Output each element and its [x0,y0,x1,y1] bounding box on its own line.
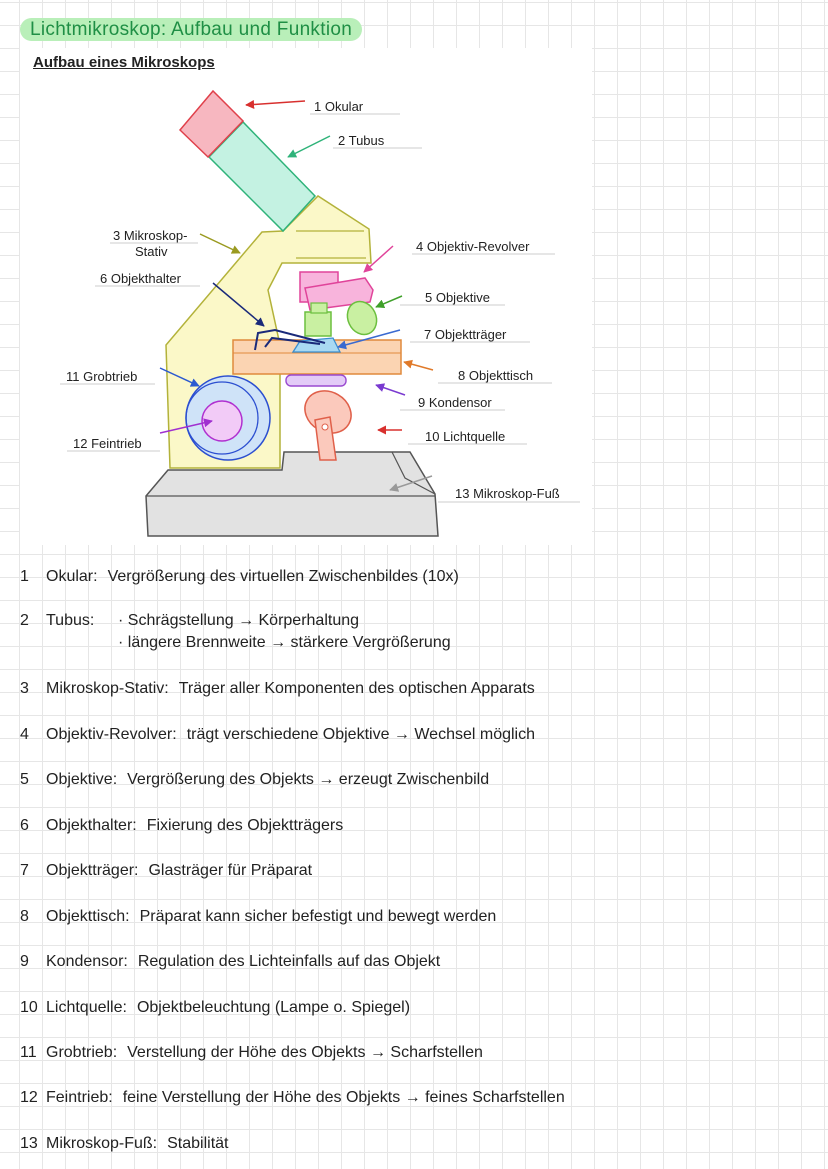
note-number: 3 [20,680,29,697]
note-item: 10 Lichtquelle: Objektbeleuchtung (Lampe o… [20,999,410,1017]
arrow-objekthalter [212,282,265,327]
label-okular: 1 Okular [314,99,364,114]
note-description: Verstellung der Höhe des Objekts → Schar… [127,1044,483,1061]
slide-holder [254,328,326,351]
note-term: Objektiv-Revolver: [46,726,177,743]
note-description: Träger aller Komponenten des optischen A… [178,680,535,697]
fine-knob [201,400,243,442]
note-item: 2 Tubus: [20,612,104,630]
objective-lens-tilted [346,300,378,336]
label-objekttisch: 8 Objekttisch [458,368,533,383]
note-number: 2 [20,612,29,629]
note-description: Objektbeleuchtung (Lampe o. Spiegel) [136,999,411,1016]
note-item: 12 Feintrieb: feine Verstellung der Höhe d… [20,1089,565,1107]
label-grobtrieb: 11 Grobtrieb [66,369,137,384]
note-term: Mikroskop-Stativ: [46,680,169,697]
page-title: Lichtmikroskop: Aufbau und Funktion [20,18,363,41]
condenser [285,374,347,387]
microscope-diagram: 1 Okular 2 Tubus 3 Mikroskop- Stativ 4 O… [60,89,580,537]
note-description: trägt verschiedene Objektive → Wechsel m… [186,726,536,743]
arrow-grobtrieb [159,367,200,387]
note-description: Stabilität [167,1135,229,1152]
arrow-stativ [199,233,241,254]
note-term: Tubus: [46,612,95,629]
note-item: 11 Grobtrieb: Verstellung der Höhe des Obj… [20,1044,483,1062]
note-item: 8 Objekttisch: Präparat kann sicher befest… [20,908,496,926]
note-number: 1 [20,568,29,585]
note-term: Kondensor: [46,953,128,970]
label-fuss: 13 Mikroskop-Fuß [455,486,560,501]
note-item: 13 Mikroskop-Fuß: Stabilität [20,1135,229,1153]
note-description: Regulation des Lichteinfalls auf das Obj… [137,953,441,970]
arrow-revolver [363,245,394,273]
label-tubus: 2 Tubus [338,133,385,148]
label-objekttraeger: 7 Objektträger [424,327,507,342]
note-term: Mikroskop-Fuß: [46,1135,158,1152]
note-description: Fixierung des Objektträgers [146,817,344,834]
note-term: Grobtrieb: [46,1044,118,1061]
note-number: 9 [20,953,29,970]
note-item: 7 Objektträger: Glasträger für Präparat [20,862,312,880]
arrow-fuss [389,475,433,492]
label-stativ-1: 3 Mikroskop- [113,228,187,243]
arrow-feintrieb [159,418,213,434]
note-number: 13 [20,1135,38,1152]
note-number: 7 [20,862,29,879]
note-number: 5 [20,771,29,788]
microscope-eyepiece [178,89,245,159]
note-term: Okular: [46,568,98,585]
note-item: 3 Mikroskop-Stativ: Träger aller Komponent… [20,680,535,698]
note-number: 12 [20,1089,38,1106]
note-term: Objekthalter: [46,817,137,834]
note-description: Vergrößerung des Objekts → erzeugt Zwisc… [127,771,490,788]
label-lichtquelle: 10 Lichtquelle [425,429,505,444]
diagram-heading: Aufbau eines Mikroskops [33,54,215,71]
note-number: 11 [20,1044,37,1061]
note-description: Glasträger für Präparat [148,862,313,879]
microscope-foot [145,451,439,537]
arrow-objekttraeger [337,329,401,350]
objective-lens [304,311,332,337]
note-description: Präparat kann sicher befestigt und beweg… [139,908,497,925]
note-term: Objektive: [46,771,118,788]
arrow-tubus [287,135,331,158]
note-term: Objekttisch: [46,908,130,925]
label-kondensor: 9 Kondensor [418,395,492,410]
arrow-objekttisch [403,359,434,371]
note-term: Feintrieb: [46,1089,113,1106]
note-item: 5 Objektive: Vergrößerung des Objekts → er… [20,771,489,789]
arrow-objektive [375,295,403,308]
note-term: Lichtquelle: [46,999,127,1016]
note-number: 4 [20,726,29,743]
arrow-okular [245,99,306,109]
note-number: 10 [20,999,38,1016]
note-item: 1 Okular: Vergrößerung des virtuellen Zwis… [20,568,459,586]
label-revolver: 4 Objektiv-Revolver [416,239,530,254]
note-term: Objektträger: [46,862,139,879]
label-objekthalter: 6 Objekthalter [100,271,182,286]
note-bullet: · Schrägstellung → Körperhaltung [118,612,360,629]
note-item: 4 Objektiv-Revolver: trägt verschiedene Ob… [20,726,535,744]
note-description: feine Verstellung der Höhe des Objekts →… [122,1089,565,1106]
note-item: 6 Objekthalter: Fixierung des Objektträger… [20,817,343,835]
label-feintrieb: 12 Feintrieb [73,436,142,451]
note-bullet: · längere Brennweite → stärkere Vergröße… [118,634,451,651]
arrow-kondensor [375,383,406,396]
label-stativ-2: Stativ [135,244,168,259]
note-item: 9 Kondensor: Regulation des Lichteinfalls … [20,953,440,971]
label-objektive: 5 Objektive [425,290,490,305]
note-description: Vergrößerung des virtuellen Zwischenbild… [107,568,459,585]
note-number: 6 [20,817,29,834]
note-number: 8 [20,908,29,925]
